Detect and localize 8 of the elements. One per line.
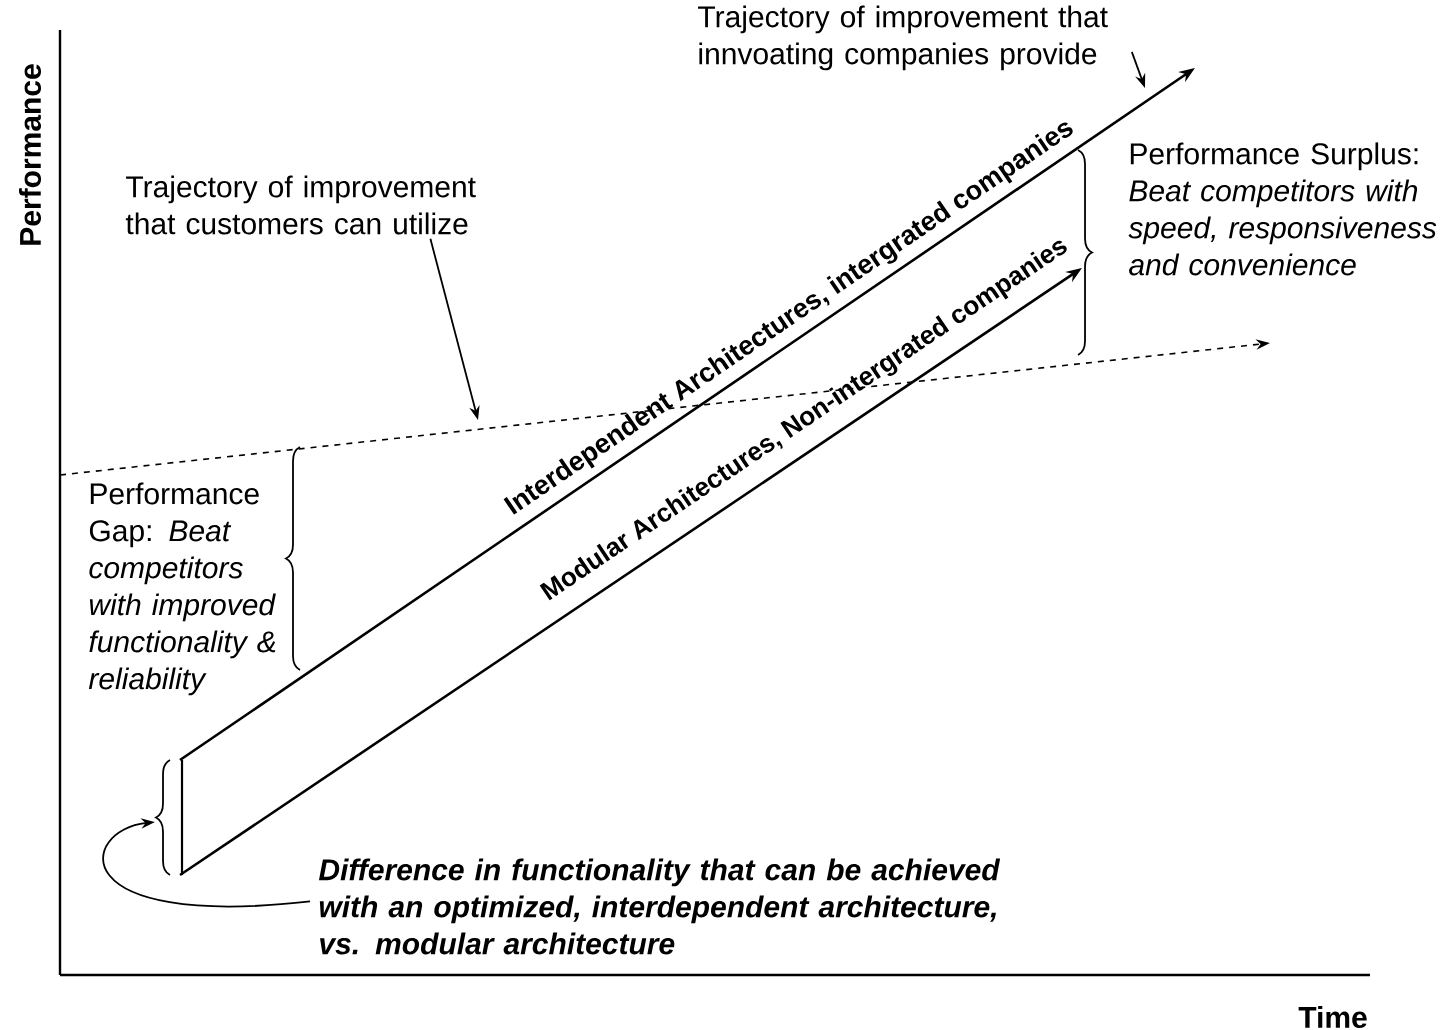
axis-label: Time [1298,1006,1367,1028]
annotation-text: Trajectory of improvement that innvoating companies provide [698,5,1108,71]
annotation-text: Difference in functionality that can be achieved with an optimized, interdependent architecture, vs. modular architecture [318,858,1001,955]
axis-label: Performance [19,64,41,245]
annotation-text: Trajectory of improvement that customers can utilize [125,175,476,235]
leader-arrow [102,818,311,907]
annotation-text: Performance Gap: Beat competitors with improved functionality & reliability [88,482,276,696]
annotation-text: Performance Surplus: Beat competitors with speed, responsiveness and convenience [1128,142,1437,276]
